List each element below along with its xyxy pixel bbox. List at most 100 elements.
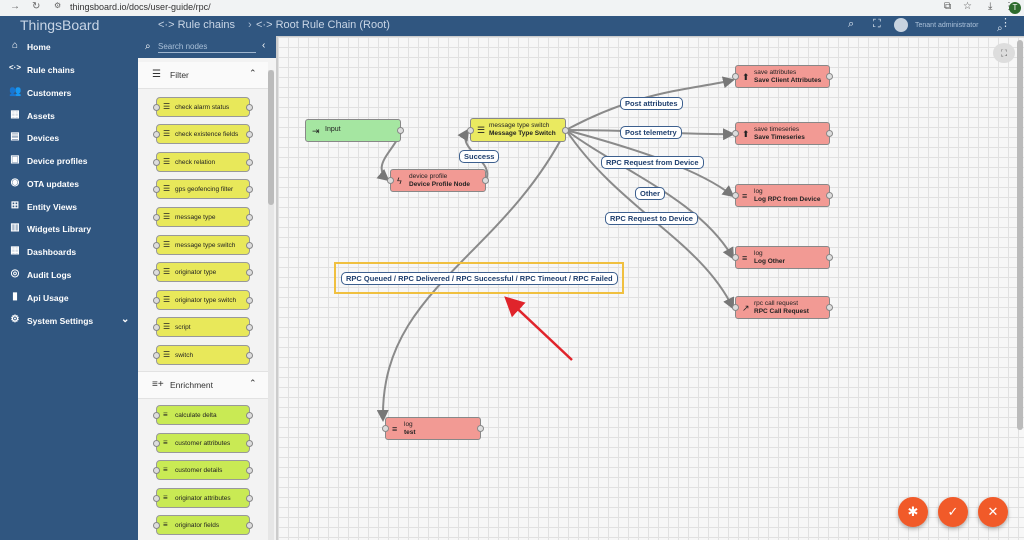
discard-changes-button[interactable]: ✕ xyxy=(978,497,1008,527)
input-port[interactable] xyxy=(467,127,474,134)
output-port[interactable] xyxy=(826,73,833,80)
translate-icon[interactable]: ⧉ xyxy=(944,1,952,12)
input-port[interactable] xyxy=(153,352,160,359)
edge-label-post-attributes[interactable]: Post attributes xyxy=(620,97,683,110)
input-port[interactable] xyxy=(153,324,160,331)
sidebar-item-customers[interactable]: 👥Customers xyxy=(9,86,72,98)
output-port[interactable] xyxy=(246,440,253,447)
sidebar-item-devices[interactable]: ▤Devices xyxy=(10,131,60,143)
input-port[interactable] xyxy=(153,104,160,111)
library-node-gps-geofencing-filter[interactable]: ☰gps geofencing filter xyxy=(153,179,253,199)
sidebar-item-device-profiles[interactable]: ▣Device profiles xyxy=(10,154,88,166)
zoom-icon[interactable]: ⌕ xyxy=(997,23,1003,34)
node-log-test[interactable]: ≡ log test xyxy=(382,417,484,440)
input-port[interactable] xyxy=(153,269,160,276)
output-port[interactable] xyxy=(246,522,253,529)
library-node-script[interactable]: ☰script xyxy=(153,317,253,337)
fullscreen-icon[interactable]: ⛶ xyxy=(993,43,1015,63)
breadcrumb-rule-chains[interactable]: <·> Rule chains xyxy=(158,19,236,31)
apply-changes-button[interactable]: ✓ xyxy=(938,497,968,527)
sidebar-item-api-usage[interactable]: ▮Api Usage xyxy=(0,288,138,308)
app-logo[interactable]: ThingsBoard xyxy=(20,17,100,33)
canvas-scrollbar[interactable] xyxy=(1017,40,1023,430)
edge-label-other[interactable]: Other xyxy=(635,187,666,200)
output-port[interactable] xyxy=(246,104,253,111)
library-node-message-type[interactable]: ☰message type xyxy=(153,207,253,227)
input-port[interactable] xyxy=(153,214,160,221)
library-node-customer-attributes[interactable]: ≡customer attributes xyxy=(153,433,253,453)
sidebar-item-home[interactable]: ⌂Home xyxy=(0,37,138,57)
output-port[interactable] xyxy=(246,352,253,359)
output-port[interactable] xyxy=(246,159,253,166)
address-bar[interactable]: thingsboard.io/docs/user-guide/rpc/ xyxy=(70,2,211,12)
edge-label-rpc-queued[interactable]: RPC Queued / RPC Delivered / RPC Success… xyxy=(341,272,618,285)
search-nodes-input[interactable] xyxy=(158,41,256,53)
search-icon[interactable]: ⌕ xyxy=(848,18,855,30)
node-save-attributes[interactable]: ⬆ save attributes Save Client Attributes xyxy=(732,65,833,88)
avatar[interactable] xyxy=(894,18,908,32)
enrichment-section-header[interactable]: ≡+ Enrichment ⌃ xyxy=(138,371,268,399)
library-node-check-existence-fields[interactable]: ☰check existence fields xyxy=(153,124,253,144)
sidebar-item-ota-updates[interactable]: ◉OTA updates xyxy=(10,177,79,189)
input-port[interactable] xyxy=(732,254,739,261)
input-port[interactable] xyxy=(153,186,160,193)
output-port[interactable] xyxy=(246,412,253,419)
input-port[interactable] xyxy=(153,297,160,304)
library-node-switch[interactable]: ☰switch xyxy=(153,345,253,365)
output-port[interactable] xyxy=(482,177,489,184)
output-port[interactable] xyxy=(246,269,253,276)
node-save-timeseries[interactable]: ⬆ save timeseries Save Timeseries xyxy=(732,122,833,145)
library-node-message-type-switch[interactable]: ☰message type switch xyxy=(153,235,253,255)
output-port[interactable] xyxy=(826,304,833,311)
input-port[interactable] xyxy=(153,495,160,502)
fullscreen-icon[interactable]: ⛶ xyxy=(873,18,881,30)
download-icon[interactable]: ⤓ xyxy=(988,1,993,12)
edge-label-rpc-request-to-device[interactable]: RPC Request to Device xyxy=(605,212,698,225)
reload-icon[interactable]: ↻ xyxy=(32,1,41,12)
node-rpc-call-request[interactable]: ↗ rpc call request RPC Call Request xyxy=(732,296,833,319)
library-node-originator-fields[interactable]: ≡originator fields xyxy=(153,515,253,535)
input-port[interactable] xyxy=(153,159,160,166)
sidebar-item-rule-chains[interactable]: <·>Rule chains xyxy=(9,63,75,75)
edge-label-success[interactable]: Success xyxy=(459,150,500,163)
edge-label-rpc-request-from-device[interactable]: RPC Request from Device xyxy=(601,156,704,169)
output-port[interactable] xyxy=(477,425,484,432)
output-port[interactable] xyxy=(246,495,253,502)
input-port[interactable] xyxy=(732,130,739,137)
node-input[interactable]: ⇥ Input xyxy=(305,119,404,142)
node-log-rpc-from-device[interactable]: ≡ log Log RPC from Device xyxy=(732,184,833,207)
input-port[interactable] xyxy=(153,242,160,249)
library-scrollbar[interactable] xyxy=(268,70,274,205)
input-port[interactable] xyxy=(382,425,389,432)
output-port[interactable] xyxy=(246,214,253,221)
library-node-check-relation[interactable]: ☰check relation xyxy=(153,152,253,172)
library-node-customer-details[interactable]: ≡customer details xyxy=(153,460,253,480)
input-port[interactable] xyxy=(153,522,160,529)
library-node-calculate-delta[interactable]: ≡calculate delta xyxy=(153,405,253,425)
sidebar-item-audit-logs[interactable]: ◎Audit Logs xyxy=(10,268,72,280)
library-node-originator-attributes[interactable]: ≡originator attributes xyxy=(153,488,253,508)
sidebar-item-dashboards[interactable]: ▦Dashboards xyxy=(10,245,77,257)
output-port[interactable] xyxy=(246,467,253,474)
input-port[interactable] xyxy=(732,304,739,311)
site-info-icon[interactable]: ⚙ xyxy=(54,1,62,10)
output-port[interactable] xyxy=(246,324,253,331)
filter-section-header[interactable]: ☰ Filter ⌃ xyxy=(138,62,268,89)
sidebar-item-system-settings[interactable]: ⚙System Settings⌄ xyxy=(10,314,130,326)
collapse-library-icon[interactable]: ‹ xyxy=(262,40,266,51)
input-port[interactable] xyxy=(153,412,160,419)
sidebar-item-widgets-library[interactable]: ▥Widgets Library xyxy=(10,222,92,234)
back-icon[interactable]: → xyxy=(10,1,20,12)
output-port[interactable] xyxy=(246,186,253,193)
output-port[interactable] xyxy=(246,131,253,138)
input-port[interactable] xyxy=(153,440,160,447)
bookmark-star-icon[interactable]: ☆ xyxy=(963,1,972,12)
input-port[interactable] xyxy=(387,177,394,184)
library-node-originator-type[interactable]: ☰originator type xyxy=(153,262,253,282)
more-icon[interactable]: ⋮ xyxy=(1000,17,1011,29)
debug-button[interactable]: ✱ xyxy=(898,497,928,527)
sidebar-item-assets[interactable]: ▦Assets xyxy=(10,109,55,121)
input-port[interactable] xyxy=(153,467,160,474)
output-port[interactable] xyxy=(826,130,833,137)
output-port[interactable] xyxy=(397,127,404,134)
